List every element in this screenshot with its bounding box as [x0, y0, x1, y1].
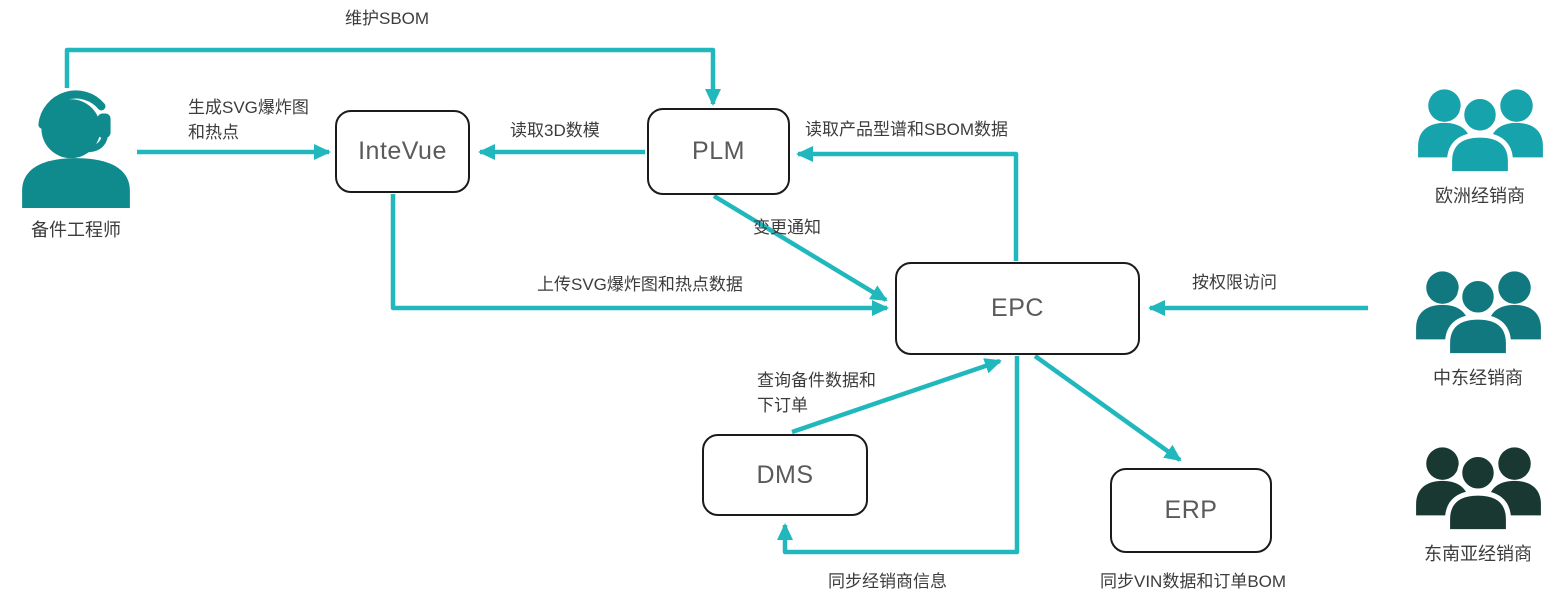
- edge-change-notice-label: 变更通知: [753, 218, 821, 237]
- people-group-icon: [1410, 444, 1547, 537]
- actor-europe-dealers-label: 欧洲经销商: [1435, 186, 1525, 206]
- actor-mideast-dealers-label: 中东经销商: [1433, 368, 1523, 388]
- edge-read-spectrum-label: 读取产品型谱和SBOM数据: [805, 120, 1009, 139]
- headset-person-icon: [20, 86, 132, 213]
- edge-generate-svg-label-line2: 和热点: [188, 123, 239, 142]
- node-erp[interactable]: ERP: [1110, 468, 1272, 553]
- node-dms-label: DMS: [756, 460, 814, 489]
- edge-query-parts-line: [791, 358, 1002, 435]
- edge-maintain-sbom-line: [64, 47, 721, 106]
- edge-generate-svg-label-line1: 生成SVG爆炸图: [188, 98, 309, 117]
- people-group-icon: [1412, 86, 1549, 179]
- edge-query-parts-label-line1: 查询备件数据和: [757, 371, 876, 390]
- edge-query-parts-label-line2: 下订单: [757, 396, 808, 415]
- node-epc[interactable]: EPC: [895, 262, 1140, 355]
- actor-mideast-dealers[interactable]: 中东经销商: [1408, 268, 1548, 390]
- actor-sea-dealers-label: 东南亚经销商: [1424, 544, 1532, 564]
- edge-change-notice-line: [712, 194, 888, 302]
- node-plm-label: PLM: [692, 137, 745, 165]
- actor-engineer[interactable]: 备件工程师: [16, 86, 136, 242]
- node-intevue[interactable]: InteVue: [335, 110, 470, 193]
- edge-sync-dealer-label: 同步经销商信息: [828, 572, 947, 591]
- edge-read-3d-label: 读取3D数模: [510, 121, 600, 140]
- node-epc-label: EPC: [991, 294, 1044, 322]
- node-plm[interactable]: PLM: [647, 108, 790, 195]
- edge-sync-dealer-line: [777, 356, 1020, 555]
- node-dms[interactable]: DMS: [702, 434, 868, 516]
- edge-maintain-sbom-label: 维护SBOM: [345, 9, 430, 28]
- actor-sea-dealers[interactable]: 东南亚经销商: [1408, 444, 1548, 566]
- edge-query-parts-label: 查询备件数据和 下订单: [757, 368, 876, 418]
- node-intevue-label: InteVue: [358, 137, 447, 165]
- actor-europe-dealers[interactable]: 欧洲经销商: [1410, 86, 1550, 208]
- edge-generate-svg-label: 生成SVG爆炸图 和热点: [188, 95, 309, 145]
- edge-read-spectrum-line: [796, 146, 1019, 261]
- edge-sync-vin-line: [1033, 354, 1182, 462]
- actor-engineer-label: 备件工程师: [31, 220, 121, 240]
- node-erp-label: ERP: [1164, 496, 1218, 524]
- edge-access-permission-label: 按权限访问: [1192, 273, 1277, 292]
- edge-sync-vin-label: 同步VIN数据和订单BOM: [1100, 572, 1287, 591]
- edge-upload-svg-label: 上传SVG爆炸图和热点数据: [537, 275, 743, 294]
- edge-upload-svg-line: [390, 194, 889, 316]
- people-group-icon: [1410, 268, 1547, 361]
